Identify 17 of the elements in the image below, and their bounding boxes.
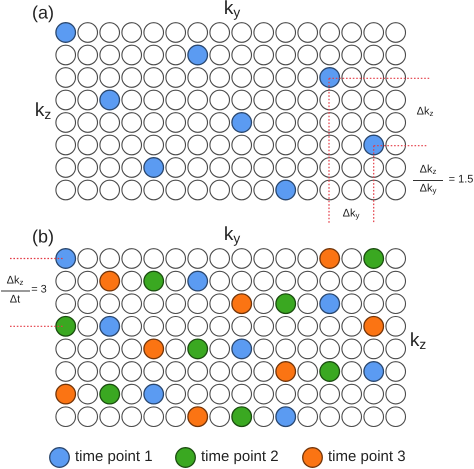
legend-label: time point 1 (75, 448, 153, 466)
panel-label: (b) (32, 226, 54, 249)
axis-label: k$_{z}$ (34, 100, 52, 124)
spacing-label: Δk$_{y}$ (342, 207, 360, 222)
fraction-denominator: Δk$_{y}$ (420, 182, 436, 198)
axis-label: k$_{z}$ (410, 330, 426, 354)
axis-label: k$_{y}$ (224, 0, 240, 22)
fraction-numerator: Δk$_{z}$ (420, 163, 436, 178)
panel-label: (a) (32, 2, 54, 25)
legend-label: time point 3 (328, 448, 406, 466)
fraction-numerator: Δk$_{z}$ (6, 274, 24, 289)
spacing-label: Δk$_{z}$ (416, 105, 434, 120)
fraction-denominator: Δt (10, 292, 20, 307)
ratio-value: = 3 (31, 283, 47, 298)
ratio-value: = 1.5 (448, 173, 474, 188)
legend-label: time point 2 (201, 448, 279, 466)
axis-label: k$_{y}$ (224, 224, 240, 248)
